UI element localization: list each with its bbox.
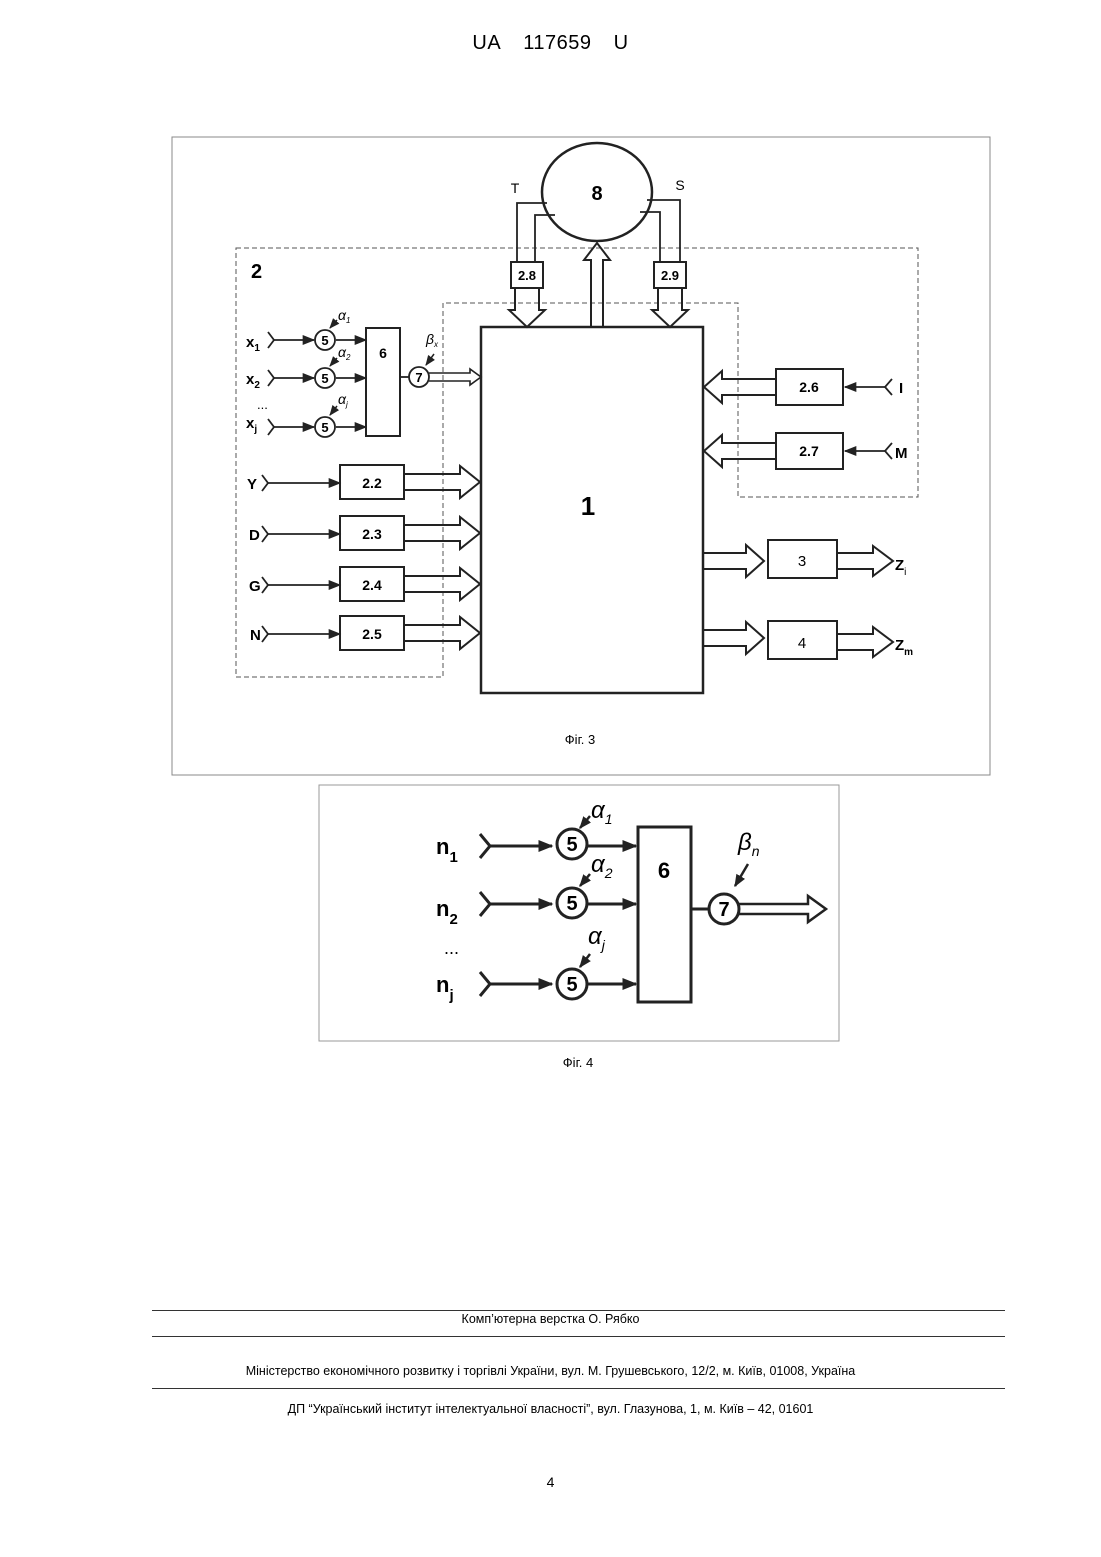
svg-text:2.6: 2.6	[799, 379, 819, 395]
block-2-9-label: 2.9	[661, 268, 679, 283]
arrow-2-7	[704, 435, 776, 467]
x-ellipsis: ...	[257, 397, 268, 412]
fig4-output-arrow	[739, 896, 826, 922]
svg-text:6: 6	[379, 345, 387, 361]
z-m-label: Zm	[895, 637, 913, 658]
svg-text:3: 3	[798, 553, 806, 570]
arrow-2-4	[404, 568, 480, 600]
fig3-frame	[172, 137, 990, 775]
fig4-block-6	[638, 827, 691, 1002]
nj-label: nj	[436, 972, 454, 1004]
svg-text:2.3: 2.3	[362, 526, 382, 542]
svg-text:6: 6	[658, 858, 670, 883]
svg-text:5: 5	[321, 420, 328, 435]
input-d-label: D	[249, 527, 260, 544]
svg-text:2.2: 2.2	[362, 475, 382, 491]
arrow-2-3	[404, 517, 480, 549]
arrow-z-m	[837, 627, 893, 657]
svg-text:7: 7	[415, 370, 422, 385]
n2-label: n2	[436, 896, 458, 928]
block-1-label: 1	[581, 491, 595, 521]
input-m-label: M	[895, 445, 908, 462]
n-ellipsis: ...	[444, 938, 459, 958]
figure-3: 2 8 T S 2.8 2.9 1 x1 x2 ... xj 5	[0, 0, 1101, 800]
fig4-alpha-j: αj	[588, 923, 606, 953]
input-n-label: N	[250, 627, 261, 644]
s-line-outer	[647, 200, 680, 262]
block-2-9-arrow	[652, 288, 688, 327]
layout-credit: Комп’ютерна верстка О. Рябко	[0, 1312, 1101, 1326]
page-number: 4	[0, 1474, 1101, 1490]
fig4-alpha-1: α1	[591, 797, 612, 827]
block-8-label: 8	[591, 183, 602, 205]
xj-label: xj	[246, 415, 257, 435]
svg-text:2.5: 2.5	[362, 626, 382, 642]
arrow-to-3	[703, 545, 764, 577]
footer-rule-1	[152, 1310, 1005, 1311]
institute-address: ДП “Український інститут інтелектуальної…	[0, 1402, 1101, 1416]
fig4-alpha-2: α2	[591, 851, 613, 881]
fig3-caption: Фіг. 3	[480, 732, 680, 747]
arrow-2-2	[404, 466, 480, 498]
svg-text:5: 5	[566, 974, 577, 996]
t-label: T	[511, 180, 520, 196]
input-i-label: I	[899, 380, 903, 397]
alpha-1: α1	[338, 307, 350, 325]
n1-label: n1	[436, 834, 458, 866]
input-y-label: Y	[247, 476, 257, 493]
alpha-2: α2	[338, 344, 351, 362]
output-to-8-arrow	[584, 243, 610, 327]
x1-label: x1	[246, 334, 260, 354]
arrow-2-6	[704, 371, 776, 403]
block-2-label: 2	[251, 261, 262, 283]
svg-text:5: 5	[566, 834, 577, 856]
svg-text:5: 5	[321, 371, 328, 386]
fig4-beta-n: βn	[737, 829, 760, 859]
arrow-2-5	[404, 617, 480, 649]
z-i-label: Zi	[895, 557, 906, 578]
footer-rule-2	[152, 1336, 1005, 1337]
alpha-j: αj	[338, 391, 348, 409]
svg-text:7: 7	[718, 899, 729, 921]
svg-text:2.7: 2.7	[799, 443, 819, 459]
svg-text:4: 4	[798, 635, 806, 652]
figure-4: n1 n2 nj ... 5 5 5 α1 α2 αj 6	[318, 784, 842, 1044]
block-2-8-label: 2.8	[518, 268, 536, 283]
unit-7-output-arrow	[429, 369, 481, 385]
footer-rule-3	[152, 1388, 1005, 1389]
svg-text:5: 5	[566, 893, 577, 915]
arrow-z-i	[837, 546, 893, 576]
beta-x: βx	[425, 331, 439, 349]
s-label: S	[675, 177, 684, 193]
ministry-address: Міністерство економічного розвитку і тор…	[0, 1364, 1101, 1378]
input-g-label: G	[249, 578, 261, 595]
svg-text:5: 5	[321, 333, 328, 348]
arrow-to-4	[703, 622, 764, 654]
block-2-8-arrow	[509, 288, 545, 327]
fig4-caption: Фіг. 4	[478, 1055, 678, 1070]
svg-text:2.4: 2.4	[362, 577, 382, 593]
t-line-outer	[517, 203, 547, 262]
x2-label: x2	[246, 371, 260, 391]
